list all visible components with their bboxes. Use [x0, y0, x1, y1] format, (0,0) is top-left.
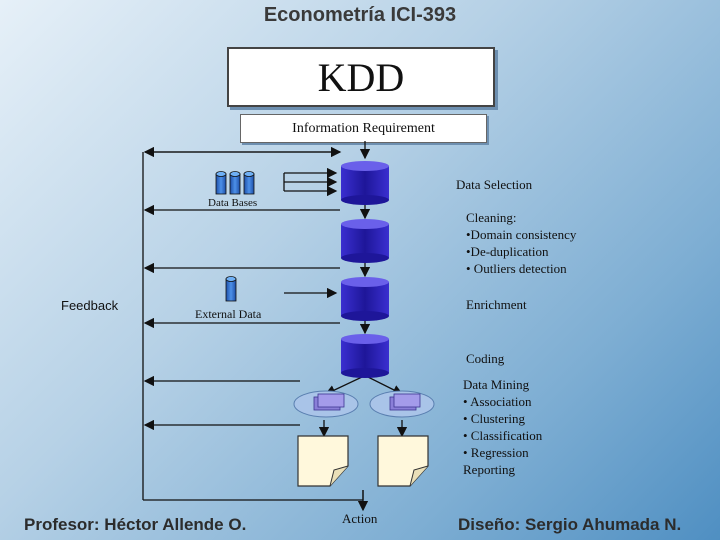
report-document-right — [377, 435, 429, 487]
data-mining-block: Data Mining • Association • Clustering •… — [463, 376, 542, 478]
external-data-icon — [225, 276, 237, 302]
feedback-label: Feedback — [61, 298, 119, 313]
data-bases-label: Data Bases — [208, 197, 258, 209]
report-document-left — [297, 435, 349, 487]
reporting-label: Reporting — [463, 462, 515, 477]
data-mining-item: • Clustering — [463, 411, 525, 426]
feedback-lines — [142, 146, 369, 512]
data-bases-icons — [215, 171, 255, 195]
mining-ellipse-left — [293, 390, 359, 418]
cleaning-title: Cleaning: — [466, 210, 517, 225]
enrichment-label: Enrichment — [466, 297, 527, 312]
coding-cylinder — [341, 334, 389, 378]
cleaning-item: •Domain consistency — [466, 227, 577, 242]
data-bases-arrows — [283, 167, 338, 299]
data-mining-item: • Association — [463, 394, 532, 409]
data-selection-label: Data Selection — [456, 177, 533, 192]
information-requirement-box: Information Requirement — [240, 114, 487, 143]
cleaning-block: Cleaning: •Domain consistency •De-duplic… — [466, 209, 576, 277]
professor-credit: Profesor: Héctor Allende O. — [24, 515, 247, 534]
design-credit: Diseño: Sergio Ahumada N. — [458, 515, 682, 534]
selection-cylinder — [341, 161, 389, 205]
cleaning-item: •De-duplication — [466, 244, 549, 259]
page-title: Econometría ICI-393 — [263, 4, 457, 26]
data-mining-title: Data Mining — [463, 377, 530, 392]
cleaning-cylinder — [341, 219, 389, 263]
coding-label: Coding — [466, 351, 505, 366]
kdd-title-box: KDD — [227, 47, 495, 107]
cleaning-item: • Outliers detection — [466, 261, 567, 276]
enrichment-cylinder — [341, 277, 389, 321]
data-mining-item: • Classification — [463, 428, 543, 443]
data-mining-item: • Regression — [463, 445, 529, 460]
mining-ellipse-right — [369, 390, 435, 418]
external-data-label: External Data — [195, 307, 262, 321]
action-label: Action — [342, 511, 378, 526]
